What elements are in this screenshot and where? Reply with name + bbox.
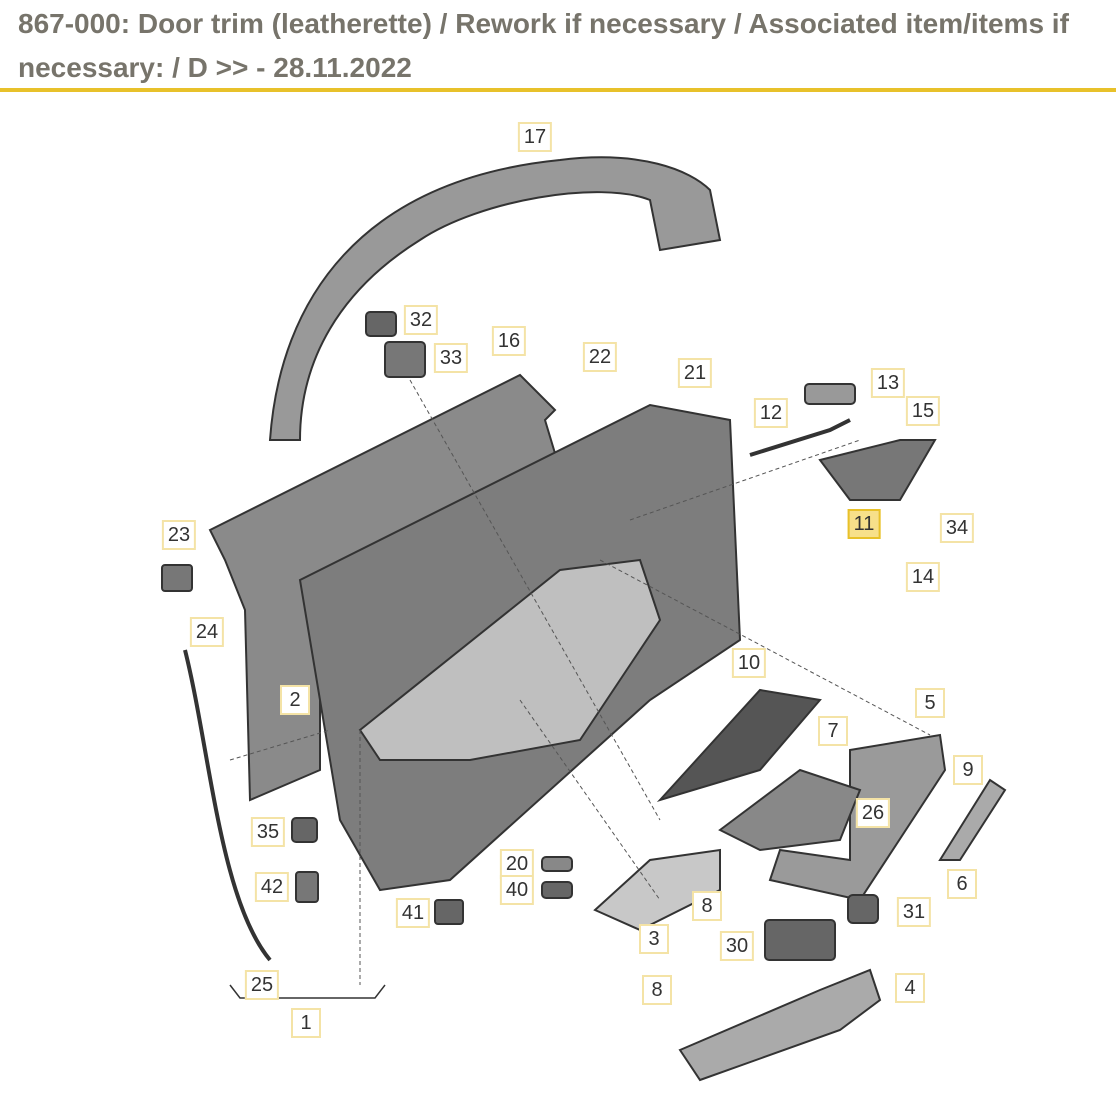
header-divider [0, 88, 1116, 92]
callout-part-41[interactable]: 41 [395, 898, 431, 928]
callout-part-20[interactable]: 20 [499, 849, 535, 879]
callout-part-5[interactable]: 5 [915, 688, 945, 718]
callout-part-11[interactable]: 11 [847, 509, 881, 539]
callout-part-21[interactable]: 21 [677, 358, 713, 388]
callout-part-2[interactable]: 2 [280, 685, 310, 715]
callout-part-14[interactable]: 14 [905, 562, 941, 592]
callout-part-35[interactable]: 35 [250, 817, 286, 847]
part-31-mirror-switch [847, 894, 879, 924]
callout-part-23[interactable]: 23 [161, 520, 197, 550]
callout-part-32[interactable]: 32 [403, 305, 439, 335]
callout-part-3[interactable]: 3 [639, 924, 669, 954]
callout-part-1[interactable]: 1 [291, 1008, 321, 1038]
callout-part-6[interactable]: 6 [947, 869, 977, 899]
callout-part-12[interactable]: 12 [753, 398, 789, 428]
callout-part-13[interactable]: 13 [870, 368, 906, 398]
armrest-insert [358, 558, 662, 761]
title-line-1: 867-000: Door trim (leatherette) / Rewor… [18, 8, 1069, 39]
part-42-clip [295, 871, 319, 903]
part-23-bracket [161, 564, 193, 592]
callout-part-31[interactable]: 31 [896, 897, 932, 927]
part-4-armrest-cover [678, 968, 882, 1082]
part-33-switch [384, 341, 426, 378]
page-title: 867-000: Door trim (leatherette) / Rewor… [18, 2, 1116, 90]
callout-part-40[interactable]: 40 [499, 875, 535, 905]
part-6-trim-strip [938, 778, 1007, 861]
part-35-switch [291, 817, 318, 843]
part-3-cover [593, 848, 721, 932]
callout-part-8[interactable]: 8 [692, 891, 722, 921]
part-10-speaker-trim [656, 688, 822, 802]
part-40-clip [541, 881, 573, 899]
callout-part-8[interactable]: 8 [642, 975, 672, 1005]
part-7-switch-carrier [718, 768, 862, 852]
part-13-cover [804, 383, 856, 405]
parts-diagram [161, 156, 1007, 1082]
callout-part-42[interactable]: 42 [254, 872, 290, 902]
bracket-line-1 [229, 984, 386, 999]
callout-part-26[interactable]: 26 [855, 798, 891, 828]
callout-part-22[interactable]: 22 [582, 342, 618, 372]
callout-part-17[interactable]: 17 [517, 122, 553, 152]
part-25-seal [183, 649, 272, 962]
callout-part-34[interactable]: 34 [939, 513, 975, 543]
part-30-window-switch [764, 919, 836, 961]
callout-part-10[interactable]: 10 [731, 648, 767, 678]
part-32-clip [365, 311, 397, 337]
part-12-wiring [749, 418, 851, 457]
callout-part-16[interactable]: 16 [491, 326, 527, 356]
callout-part-15[interactable]: 15 [905, 396, 941, 426]
callout-part-9[interactable]: 9 [953, 755, 983, 785]
leader-lines [229, 379, 931, 985]
part-17-upper-frame-trim [268, 156, 722, 441]
callout-part-30[interactable]: 30 [719, 931, 755, 961]
callout-part-25[interactable]: 25 [244, 970, 280, 1000]
callout-part-7[interactable]: 7 [818, 716, 848, 746]
part-20-clip [541, 856, 573, 872]
callout-part-33[interactable]: 33 [433, 343, 469, 373]
part-11-door-handle [818, 439, 937, 501]
part-41-clip [434, 899, 464, 925]
callout-part-4[interactable]: 4 [895, 973, 925, 1003]
callout-part-24[interactable]: 24 [189, 617, 225, 647]
title-line-2: necessary: / D >> - 28.11.2022 [18, 52, 412, 83]
